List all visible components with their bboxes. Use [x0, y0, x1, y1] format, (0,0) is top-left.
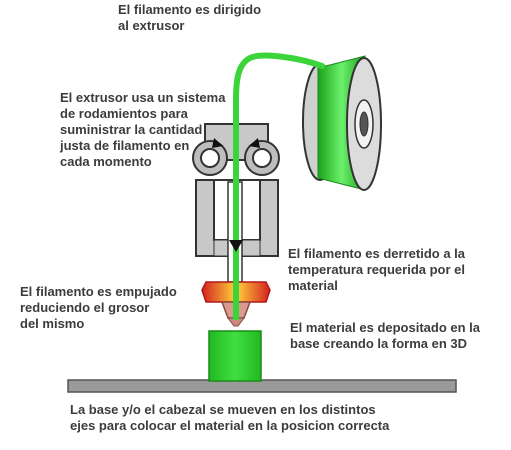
- label-material-deposited: El material es depositado en la base cre…: [290, 320, 481, 351]
- label-filament-directed: El filamento es dirigido al extrusor: [118, 2, 262, 33]
- label-base-moves: La base y/o el cabezal se mueven en los …: [70, 402, 390, 433]
- feeder-bearing-left: [192, 140, 228, 176]
- feed-direction-arrow: [229, 240, 243, 252]
- feeder-bearing-right: [244, 140, 280, 176]
- label-extruder-bearings: El extrusor usa un sistema de rodamiento…: [60, 90, 226, 169]
- rotation-arrow-right: [249, 138, 260, 148]
- label-filament-melted: El filamento es derretido a la temperatu…: [288, 246, 465, 293]
- rotation-arrow-left: [212, 138, 223, 148]
- filament-strand: [233, 52, 325, 303]
- label-filament-pushed: El filamento es empujado reduciendo el g…: [20, 284, 177, 331]
- build-plate: [67, 379, 457, 393]
- filament-spool: [302, 55, 382, 191]
- printed-part: [208, 330, 262, 382]
